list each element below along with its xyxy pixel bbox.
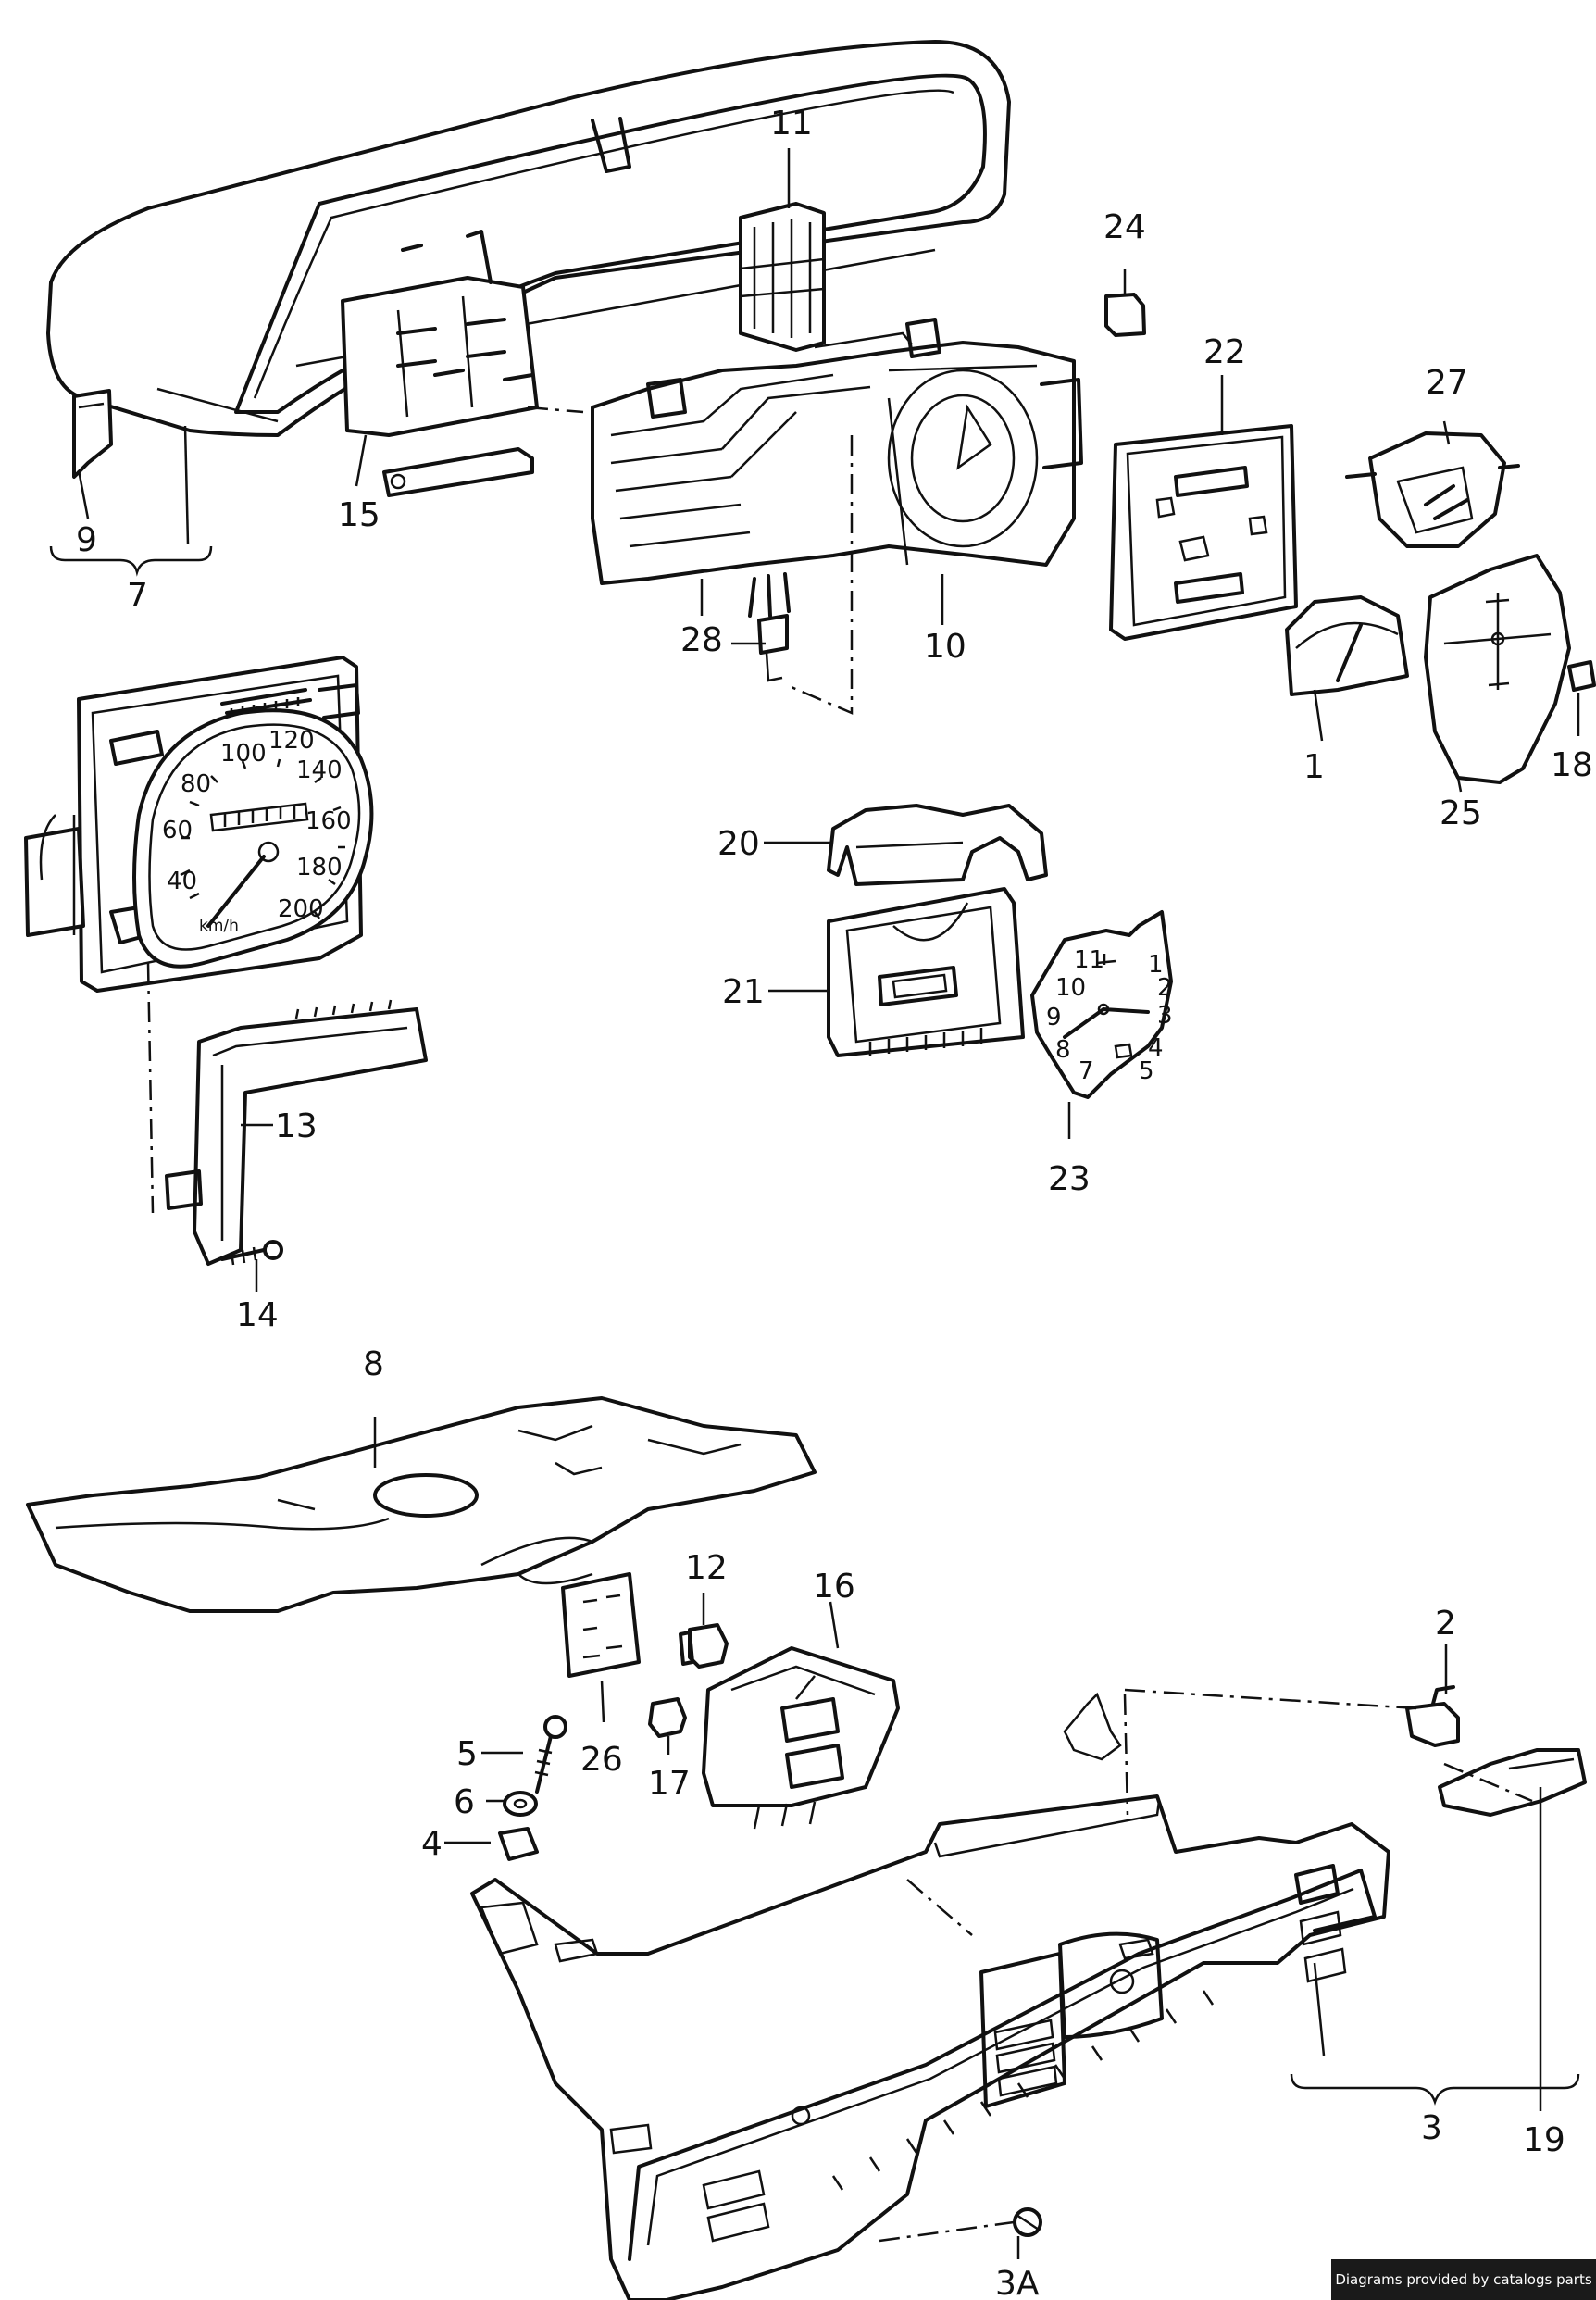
label-part-10: 10 [924, 628, 966, 666]
holder-plate-15 [341, 230, 539, 437]
diagram-credit: Diagrams provided by catalogs parts [1331, 2259, 1596, 2300]
label-part-25: 25 [1440, 794, 1482, 832]
speedo-tick-200: 200 [278, 895, 324, 923]
label-part-8: 8 [363, 1345, 384, 1383]
leader-lines [49, 148, 1580, 2259]
part-19 [1438, 1748, 1587, 1817]
clock-face-23: 1 2 3 4 5 7 8 9 10 11 [1030, 910, 1173, 1099]
cap-24 [1104, 293, 1146, 337]
speedo-tick-60: 60 [162, 817, 193, 844]
clock-tick-1: 1 [1148, 951, 1164, 979]
label-part-13: 13 [275, 1107, 318, 1145]
label-part-22: 22 [1203, 333, 1246, 371]
symbol-plate-26 [561, 1572, 641, 1678]
assembly-lines [146, 406, 1533, 2243]
label-part-16: 16 [813, 1568, 855, 1606]
speedometer-assembly: 40 60 80 100 120 140 160 180 200 km/h [24, 656, 374, 993]
label-part-1: 1 [1303, 748, 1325, 786]
clock-tick-5: 5 [1139, 1057, 1154, 1085]
label-part-7: 7 [127, 577, 148, 615]
label-part-14: 14 [236, 1296, 279, 1334]
label-part-20: 20 [717, 825, 760, 863]
printed-circuit-10 [382, 318, 1083, 585]
label-part-11: 11 [770, 105, 813, 143]
clock-tick-9: 9 [1046, 1004, 1062, 1031]
speedo-tick-180: 180 [296, 854, 343, 881]
clock-tick-10: 10 [1055, 974, 1086, 1002]
knob-18 [1567, 660, 1596, 692]
screw-5 [534, 1715, 567, 1794]
label-part-6: 6 [454, 1783, 475, 1821]
instrument-hood [46, 40, 1011, 437]
face-plate-25 [1424, 554, 1571, 784]
label-part-23: 23 [1048, 1160, 1091, 1198]
label-part-18: 18 [1551, 746, 1593, 784]
label-part-3a: 3A [995, 2265, 1040, 2300]
clock-tick-2: 2 [1157, 974, 1173, 1002]
clock-tick-3: 3 [1157, 1002, 1173, 1030]
part-labels: 1 2 3 3A 4 5 6 7 8 9 10 11 12 13 14 15 1… [76, 105, 1593, 2300]
speedo-tick-40: 40 [167, 868, 197, 895]
clip-9 [72, 389, 113, 479]
label-part-27: 27 [1426, 364, 1468, 402]
label-part-9: 9 [76, 521, 97, 559]
label-part-24: 24 [1103, 208, 1146, 246]
plate-22 [1109, 424, 1298, 641]
clock-tick-7: 7 [1079, 1057, 1094, 1085]
screw-14 [220, 1240, 283, 1266]
label-part-4: 4 [421, 1825, 443, 1863]
bulb-17 [648, 1697, 687, 1738]
bracket-20 [827, 804, 1048, 886]
label-part-19: 19 [1523, 2121, 1565, 2159]
bulb-12 [679, 1623, 729, 1669]
label-part-5: 5 [456, 1735, 478, 1773]
speedo-unit: km/h [199, 917, 239, 935]
gauge-1 [1285, 595, 1409, 696]
label-part-28: 28 [680, 621, 723, 659]
part-27 [1345, 431, 1520, 548]
panel-housing-3 [470, 1692, 1390, 2300]
plug-3a [1013, 2207, 1042, 2237]
circuit-strip-13 [165, 999, 428, 1266]
clock-tick-4: 4 [1148, 1034, 1164, 1062]
label-part-26: 26 [580, 1741, 623, 1779]
label-part-15: 15 [338, 496, 380, 534]
clip-4 [498, 1827, 539, 1861]
label-part-12: 12 [685, 1549, 728, 1587]
clock-tick-11: 11 [1074, 946, 1104, 974]
label-part-2: 2 [1435, 1605, 1456, 1643]
label-part-3: 3 [1421, 2109, 1442, 2147]
washer-6 [503, 1791, 538, 1817]
connector-11 [739, 202, 826, 352]
insulation-mat-8 [26, 1396, 817, 1613]
speedo-tick-160: 160 [305, 807, 352, 835]
switch-housing-16 [702, 1646, 900, 1830]
frame-21 [827, 887, 1025, 1057]
clock-tick-8: 8 [1055, 1036, 1071, 1064]
lamp-holder-2 [1405, 1685, 1460, 1747]
speedo-tick-80: 80 [181, 770, 211, 798]
label-part-17: 17 [648, 1765, 691, 1803]
connector-28 [748, 572, 791, 682]
speedo-tick-120: 120 [268, 727, 315, 755]
label-part-21: 21 [722, 973, 765, 1011]
